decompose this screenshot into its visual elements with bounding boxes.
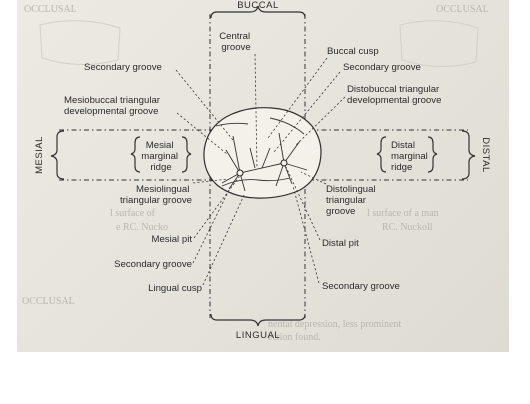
- mesial-brace: [50, 130, 65, 180]
- ghost-occlusal-top-right: OCCLUSAL: [436, 4, 489, 15]
- label-distobuccal-triangular: Distobuccal triangular developmental gro…: [347, 84, 442, 106]
- ghost-text-right-1: l surface of a man: [367, 208, 439, 219]
- leader-distolingual: [300, 171, 327, 185]
- mesial-ridge-brace-left: [130, 136, 141, 173]
- label-mesial-pit: Mesial pit: [151, 234, 192, 245]
- leader-secondary-groove-bl: [192, 189, 230, 264]
- ghost-text-bottom-1: nental depression, less prominent: [268, 319, 402, 330]
- buccal-ridge-line-2: [269, 117, 305, 135]
- ghost-text-bottom-2: ection found.: [268, 332, 321, 343]
- diagram-photo: OCCLUSAL OCCLUSAL OCCLUSAL l surface of …: [17, 0, 509, 352]
- label-central-groove: Central groove: [219, 31, 253, 53]
- ghost-occlusal-top-left: OCCLUSAL: [24, 4, 77, 15]
- distal-ridge-brace-right: [427, 136, 438, 173]
- label-distal-marginal-ridge: Distal marginal ridge: [391, 140, 430, 173]
- label-secondary-groove-top-right: Secondary groove: [343, 62, 421, 73]
- leader-lingual-cusp: [202, 192, 246, 286]
- label-mesiolingual-triangular: Mesiolingual triangular groove: [120, 184, 192, 206]
- label-mesiobuccal-triangular: Mesiobuccal triangular developmental gro…: [64, 95, 163, 117]
- mesial-pit-grooves: [221, 135, 246, 192]
- label-secondary-groove-bottom-left: Secondary groove: [114, 259, 192, 270]
- mesial-pit-mark: [236, 169, 244, 177]
- label-distal-pit: Distal pit: [322, 238, 359, 249]
- label-mesial: MESIAL: [34, 136, 45, 174]
- label-distal: DISTAL: [480, 137, 491, 173]
- distal-ridge-brace-left: [376, 136, 387, 173]
- label-buccal: BUCCAL: [237, 0, 279, 11]
- leader-mesiobuccal: [176, 112, 228, 155]
- ghost-text-right-2: RC. Nuckoll: [382, 222, 433, 233]
- leader-secondary-groove-br: [292, 185, 320, 284]
- label-secondary-groove-bottom-right: Secondary groove: [322, 281, 400, 292]
- label-lingual-cusp: Lingual cusp: [148, 283, 202, 294]
- leader-mesiolingual: [192, 178, 229, 184]
- distal-pit-grooves: [275, 132, 308, 187]
- lingual-ridge-line: [221, 177, 291, 187]
- label-distolingual-triangular: Distolingual triangular groove: [326, 184, 378, 217]
- leader-secondary-groove-tl: [175, 69, 234, 141]
- ghost-text-left-2: e RC. Nucko: [116, 222, 168, 233]
- label-mesial-marginal-ridge: Mesial marginal ridge: [141, 140, 180, 173]
- ghost-tooth-right: [399, 20, 479, 68]
- lingual-brace: [210, 313, 306, 327]
- buccal-ridge-line-1: [215, 122, 249, 127]
- premolar-occlusal-diagram: OCCLUSAL OCCLUSAL OCCLUSAL l surface of …: [22, 0, 491, 343]
- ghost-occlusal-bottom-left: OCCLUSAL: [22, 296, 75, 307]
- secondary-grooves-center: [249, 147, 271, 169]
- tooth-occlusal-outline: [203, 107, 322, 199]
- leader-central-groove: [254, 53, 258, 169]
- buccal-brace: [210, 5, 306, 19]
- label-buccal-cusp: Buccal cusp: [327, 46, 379, 57]
- ghost-tooth-left: [39, 20, 121, 66]
- label-secondary-groove-top-left: Secondary groove: [84, 62, 162, 73]
- leader-distal-pit: [285, 166, 321, 241]
- label-lingual: LINGUAL: [236, 330, 280, 341]
- leader-buccal-cusp: [267, 57, 328, 139]
- ghost-text-left-1: l surface of: [110, 208, 156, 219]
- distal-pit-mark: [280, 159, 288, 167]
- leader-mesial-pit: [193, 176, 240, 239]
- distal-brace: [461, 130, 476, 180]
- mesial-ridge-brace-right: [181, 136, 192, 173]
